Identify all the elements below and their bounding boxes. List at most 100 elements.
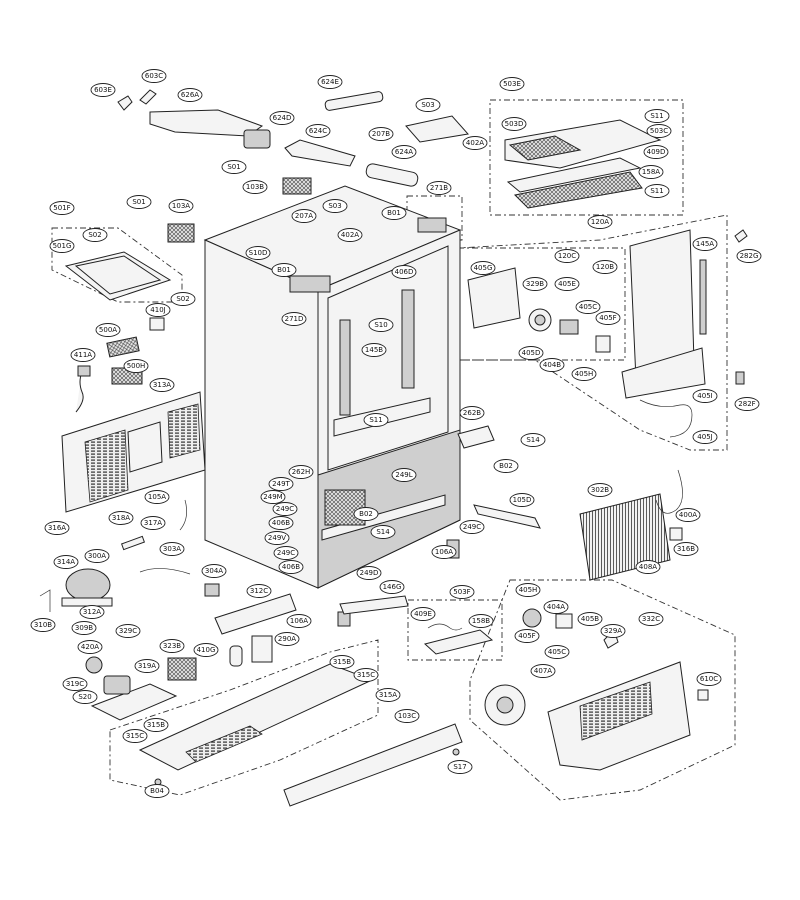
part-callout[interactable]: 312C — [246, 584, 272, 598]
part-callout[interactable]: 315B — [143, 718, 169, 732]
part-callout[interactable]: 329C — [115, 624, 141, 638]
part-callout[interactable]: 316A — [44, 521, 70, 535]
part-callout[interactable]: 405H — [571, 367, 597, 381]
part-callout[interactable]: 410G — [193, 643, 219, 657]
part-callout[interactable]: 146G — [379, 580, 405, 594]
part-callout[interactable]: 329A — [600, 624, 626, 638]
part-callout[interactable]: 249L — [391, 468, 417, 482]
part-callout[interactable]: 405F — [595, 311, 621, 325]
part-callout[interactable]: 317A — [140, 516, 166, 530]
part-callout[interactable]: S17 — [447, 760, 473, 774]
part-callout[interactable]: B02 — [353, 507, 379, 521]
part-callout[interactable]: 249T — [268, 477, 294, 491]
part-callout[interactable]: 103B — [242, 180, 268, 194]
part-callout[interactable]: 314A — [53, 555, 79, 569]
part-callout[interactable]: 610C — [696, 672, 722, 686]
part-callout[interactable]: 332C — [638, 612, 664, 626]
part-callout[interactable]: 406D — [391, 265, 417, 279]
part-callout[interactable]: 329B — [522, 277, 548, 291]
part-callout[interactable]: 120A — [587, 215, 613, 229]
part-callout[interactable]: S02 — [82, 228, 108, 242]
part-callout[interactable]: 405H — [515, 583, 541, 597]
part-callout[interactable]: 402A — [337, 228, 363, 242]
part-callout[interactable]: 304A — [201, 564, 227, 578]
part-callout[interactable]: 282G — [736, 249, 762, 263]
part-callout[interactable]: 407A — [530, 664, 556, 678]
part-callout[interactable]: 503E — [499, 77, 525, 91]
part-callout[interactable]: 624D — [269, 111, 295, 125]
part-callout[interactable]: 145A — [692, 237, 718, 251]
part-callout[interactable]: 405E — [554, 277, 580, 291]
part-callout[interactable]: S10D — [245, 246, 271, 260]
part-callout[interactable]: S02 — [170, 292, 196, 306]
part-callout[interactable]: 405D — [518, 346, 544, 360]
part-callout[interactable]: S03 — [415, 98, 441, 112]
part-callout[interactable]: 106A — [286, 614, 312, 628]
part-callout[interactable]: 411A — [70, 348, 96, 362]
part-callout[interactable]: 503F — [449, 585, 475, 599]
part-callout[interactable]: 323B — [159, 639, 185, 653]
part-callout[interactable]: 624C — [305, 124, 331, 138]
part-callout[interactable]: 120C — [554, 249, 580, 263]
part-callout[interactable]: 405J — [692, 430, 718, 444]
part-callout[interactable]: 406B — [268, 516, 294, 530]
part-callout[interactable]: S11 — [644, 109, 670, 123]
part-callout[interactable]: 207B — [368, 127, 394, 141]
part-callout[interactable]: 303A — [159, 542, 185, 556]
part-callout[interactable]: 158B — [468, 614, 494, 628]
part-callout[interactable]: 500A — [95, 323, 121, 337]
part-callout[interactable]: 249V — [264, 531, 290, 545]
part-callout[interactable]: S10 — [368, 318, 394, 332]
part-callout[interactable]: 315C — [353, 668, 379, 682]
part-callout[interactable]: 406B — [278, 560, 304, 574]
part-callout[interactable]: 262H — [288, 465, 314, 479]
part-callout[interactable]: 405C — [544, 645, 570, 659]
part-callout[interactable]: 249C — [273, 546, 299, 560]
part-callout[interactable]: B02 — [493, 459, 519, 473]
part-callout[interactable]: 105A — [144, 490, 170, 504]
part-callout[interactable]: 319C — [62, 677, 88, 691]
part-callout[interactable]: 249C — [272, 502, 298, 516]
part-callout[interactable]: 316B — [673, 542, 699, 556]
part-callout[interactable]: 501F — [49, 201, 75, 215]
part-callout[interactable]: 500H — [123, 359, 149, 373]
part-callout[interactable]: 405B — [577, 612, 603, 626]
part-callout[interactable]: S14 — [520, 433, 546, 447]
part-callout[interactable]: 158A — [638, 165, 664, 179]
part-callout[interactable]: 249M — [260, 490, 286, 504]
part-callout[interactable]: 409E — [410, 607, 436, 621]
part-callout[interactable]: 262B — [459, 406, 485, 420]
part-callout[interactable]: 145B — [361, 343, 387, 357]
part-callout[interactable]: 249D — [356, 566, 382, 580]
part-callout[interactable]: S01 — [221, 160, 247, 174]
part-callout[interactable]: 315B — [329, 655, 355, 669]
part-callout[interactable]: 312A — [79, 605, 105, 619]
part-callout[interactable]: 409D — [643, 145, 669, 159]
part-callout[interactable]: 319A — [134, 659, 160, 673]
part-callout[interactable]: 404A — [543, 600, 569, 614]
part-callout[interactable]: 249C — [459, 520, 485, 534]
part-callout[interactable]: 410J — [145, 303, 171, 317]
part-callout[interactable]: 603E — [90, 83, 116, 97]
part-callout[interactable]: 271B — [426, 181, 452, 195]
part-callout[interactable]: S11 — [644, 184, 670, 198]
part-callout[interactable]: 404B — [539, 358, 565, 372]
part-callout[interactable]: 282F — [734, 397, 760, 411]
part-callout[interactable]: S14 — [370, 525, 396, 539]
part-callout[interactable]: 310B — [30, 618, 56, 632]
part-callout[interactable]: 405I — [692, 389, 718, 403]
part-callout[interactable]: 271D — [281, 312, 307, 326]
part-callout[interactable]: 290A — [274, 632, 300, 646]
part-callout[interactable]: 503C — [646, 124, 672, 138]
part-callout[interactable]: B01 — [271, 263, 297, 277]
part-callout[interactable]: B01 — [381, 206, 407, 220]
part-callout[interactable]: 103A — [168, 199, 194, 213]
part-callout[interactable]: 400A — [675, 508, 701, 522]
part-callout[interactable]: 318A — [108, 511, 134, 525]
part-callout[interactable]: 503D — [501, 117, 527, 131]
part-callout[interactable]: 105D — [509, 493, 535, 507]
part-callout[interactable]: 106A — [431, 545, 457, 559]
part-callout[interactable]: 309B — [71, 621, 97, 635]
part-callout[interactable]: S11 — [363, 413, 389, 427]
part-callout[interactable]: 501G — [49, 239, 75, 253]
